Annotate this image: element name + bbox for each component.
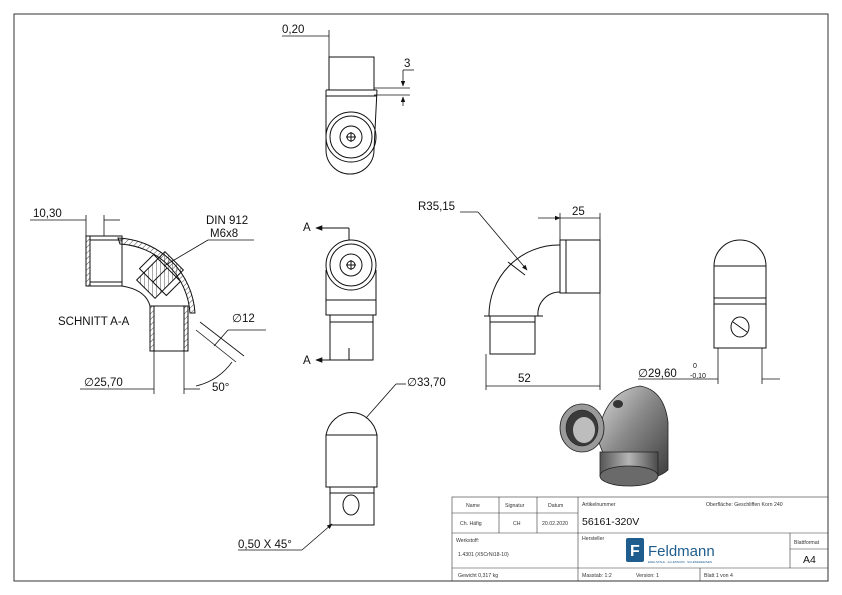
- tb-surface: Oberfläche: Geschliffen Korn 240: [706, 502, 783, 508]
- isometric-render: [559, 385, 669, 487]
- dim-insert-depth: [374, 69, 414, 106]
- right-side-view: [713, 239, 767, 349]
- tb-format: A4: [803, 554, 816, 566]
- dim-hole-diameter-label: ∅12: [232, 313, 255, 325]
- tb-weight: Gewicht 0,317 kg: [458, 573, 498, 579]
- section-a-a-view: [85, 235, 196, 352]
- tb-manufacturer-label: Hersteller: [582, 536, 604, 542]
- sheet-border: [13, 13, 829, 582]
- dim-bend-diameter: [365, 383, 406, 419]
- dim-length-top: [538, 213, 601, 240]
- section-marker-top: A: [303, 222, 311, 234]
- section-label: SCHNITT A-A: [58, 316, 130, 328]
- tolerance-upper: 0: [693, 363, 697, 370]
- top-view: [325, 56, 378, 175]
- dim-bend-diameter-label: ∅33,70: [407, 377, 446, 389]
- dim-hole-diameter: [195, 321, 266, 363]
- dim-chamfer-label: 0,50 X 45°: [238, 539, 292, 551]
- dim-wall-offset: [282, 30, 330, 57]
- dim-angle-arc: [195, 361, 233, 387]
- dim-angle-label: 50°: [212, 382, 229, 394]
- tb-scale: Masstab: 1:2: [582, 573, 612, 579]
- front-view: [325, 239, 377, 361]
- section-line-a: [315, 225, 350, 363]
- tb-material-label: Werkstoff:: [456, 538, 479, 544]
- tb-header-name: Name: [466, 503, 480, 509]
- screw-spec-label: DIN 912: [206, 215, 248, 227]
- dim-chamfer: [238, 523, 333, 551]
- brand-logo-icon: F: [626, 538, 644, 562]
- tb-signature: CH: [513, 521, 521, 527]
- tb-version: Version: 1: [636, 573, 659, 579]
- dim-radius-label: R35,15: [418, 201, 455, 213]
- dim-sleeve-length-label: 10,30: [33, 208, 62, 220]
- dim-inner-diameter: [80, 351, 200, 394]
- dim-length-bottom-label: 52: [518, 373, 531, 385]
- tb-sheet: Blatt 1 von 4: [704, 573, 733, 579]
- tb-brand: Feldmann: [648, 543, 715, 560]
- tb-header-signature: Signatur: [505, 503, 525, 509]
- dim-radius: [460, 211, 528, 271]
- screw-size-label: M6x8: [210, 228, 238, 240]
- dim-inner-diameter-label: ∅25,70: [84, 377, 123, 389]
- leader-screw: [163, 239, 254, 267]
- svg-text:F: F: [630, 543, 640, 560]
- tolerance-lower: -0,10: [690, 373, 706, 380]
- tb-header-date: Datum: [548, 503, 563, 509]
- dim-outer-diameter-label: ∅29,60: [638, 368, 677, 380]
- dim-wall-offset-label: 0,20: [282, 24, 304, 36]
- tb-material: 1.4301 (X5CrNi18-10): [458, 552, 509, 558]
- tb-name: Ch. Häfig: [460, 521, 482, 527]
- tb-article-label: Artikelnummer: [582, 502, 616, 508]
- tb-date: 20.02.2020: [542, 521, 568, 527]
- tb-brand-tagline: EDELSTAHL · ALUMINIUM · SCHMIEDEEISEN: [648, 560, 712, 564]
- title-block: [451, 496, 829, 582]
- dim-sleeve-length: [30, 215, 120, 236]
- tb-format-label: Blattformat: [794, 540, 820, 546]
- dim-insert-depth-label: 3: [404, 58, 410, 70]
- dim-outer-diameter: [638, 348, 780, 384]
- dim-length-top-label: 25: [572, 206, 585, 218]
- side-view: [484, 239, 601, 355]
- tb-article-number: 56161-320V: [582, 516, 639, 528]
- dim-length-bottom: [485, 293, 601, 390]
- bottom-view: [325, 411, 378, 526]
- section-marker-bottom: A: [303, 355, 311, 367]
